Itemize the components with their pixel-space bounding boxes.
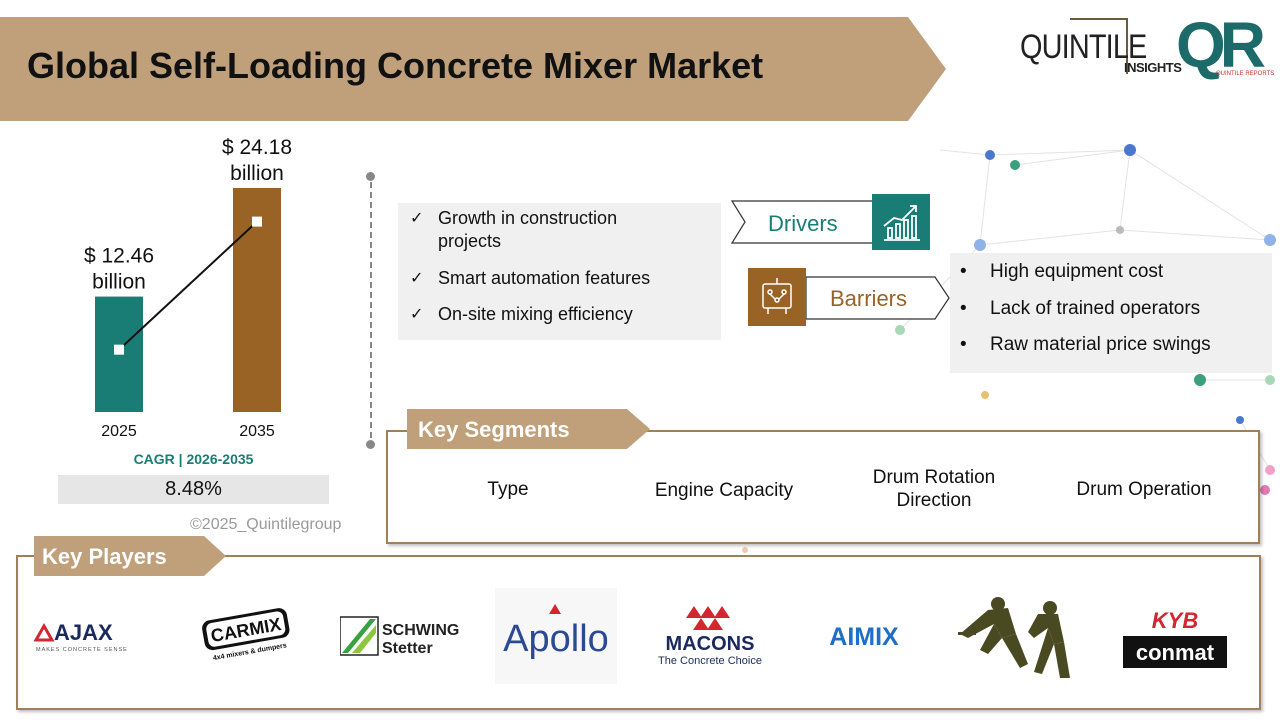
category-label-2035: 2035 <box>239 423 275 440</box>
divider-dot <box>366 440 375 449</box>
trend-marker-2035 <box>252 216 262 227</box>
logo-qr: QR <box>1176 9 1266 81</box>
logo-wordmark: QUINTILE <box>1020 28 1147 66</box>
logo-insights: INSIGHTS <box>1124 60 1182 75</box>
logo-aimix: AIMIX <box>817 620 912 652</box>
logo-schwing-stetter: SCHWING Stetter <box>339 615 465 657</box>
check-icon: ✓ <box>410 210 424 227</box>
logo-frame <box>1070 18 1128 74</box>
logo-apollo: Apollo <box>495 588 617 684</box>
svg-text:SCHWING: SCHWING <box>382 622 459 639</box>
logo-macons: MACONS The Concrete Choice <box>650 604 772 668</box>
key-players-tab <box>34 536 226 576</box>
divider-line <box>370 172 372 448</box>
trend-line <box>118 220 258 351</box>
svg-text:Stetter: Stetter <box>382 640 433 657</box>
barriers-tag <box>805 276 950 320</box>
svg-text:The Concrete Choice: The Concrete Choice <box>658 655 762 667</box>
logo-ajax: AJAX MAKES CONCRETE SENSE <box>33 618 154 658</box>
barriers-list: • High equipment cost • Lack of trained … <box>950 253 1272 373</box>
svg-text:MACONS: MACONS <box>666 633 755 655</box>
cagr-value: 8.48% <box>165 478 222 500</box>
growth-chart-icon <box>872 194 930 250</box>
drivers-tag <box>731 200 875 244</box>
svg-text:Apollo: Apollo <box>503 618 609 660</box>
circuit-board-icon <box>748 268 806 326</box>
svg-text:conmat: conmat <box>1136 640 1215 665</box>
key-players-title: Key Players <box>42 544 167 569</box>
key-segments-tab <box>407 409 650 449</box>
drivers-label: Drivers <box>768 211 838 236</box>
value-label-2035: billion <box>230 162 284 185</box>
trend-marker-2025 <box>114 344 124 355</box>
check-icon: ✓ <box>410 306 424 323</box>
svg-text:AJAX: AJAX <box>54 620 113 645</box>
value-label-2035: $ 24.18 <box>222 136 292 159</box>
logo-reports: QUINTILE REPORTS <box>1216 71 1275 77</box>
copyright: ©2025_Quintilegroup <box>190 516 342 533</box>
check-icon: ✓ <box>410 270 424 287</box>
segment-engine-capacity: Engine Capacity <box>654 480 794 501</box>
svg-text:AIMIX: AIMIX <box>829 623 899 651</box>
key-segments-title: Key Segments <box>418 417 570 442</box>
cagr-value-box: 8.48% <box>58 475 329 504</box>
logo-carmix: CARMIX 4x4 mixers & dumpers <box>200 604 295 668</box>
title-banner <box>0 17 946 121</box>
quintile-logo: QUINTILE INSIGHTS QR QUINTILE REPORTS <box>1018 9 1280 82</box>
category-label-2025: 2025 <box>101 423 137 440</box>
divider-dot <box>366 172 375 181</box>
value-label-2025: $ 12.46 <box>84 245 154 268</box>
cagr-label: CAGR | 2026-2035 <box>133 451 254 467</box>
key-segments-panel <box>386 430 1260 544</box>
page-title: Global Self-Loading Concrete Mixer Marke… <box>27 45 764 86</box>
svg-text:KYB: KYB <box>1152 608 1199 633</box>
value-label-2025: billion <box>92 271 146 294</box>
svg-text:MAKES CONCRETE SENSE: MAKES CONCRETE SENSE <box>36 647 128 653</box>
logo-kyb-conmat: KYB conmat <box>1123 606 1227 670</box>
segment-drum-operation: Drum Operation <box>1076 479 1212 500</box>
barriers-label: Barriers <box>830 286 908 311</box>
soldiers-logo-icon <box>958 594 1080 682</box>
market-size-chart: $ 12.46 billion 2025 $ 24.18 billion 2035 <box>84 136 292 440</box>
segment-type: Type <box>487 479 529 500</box>
